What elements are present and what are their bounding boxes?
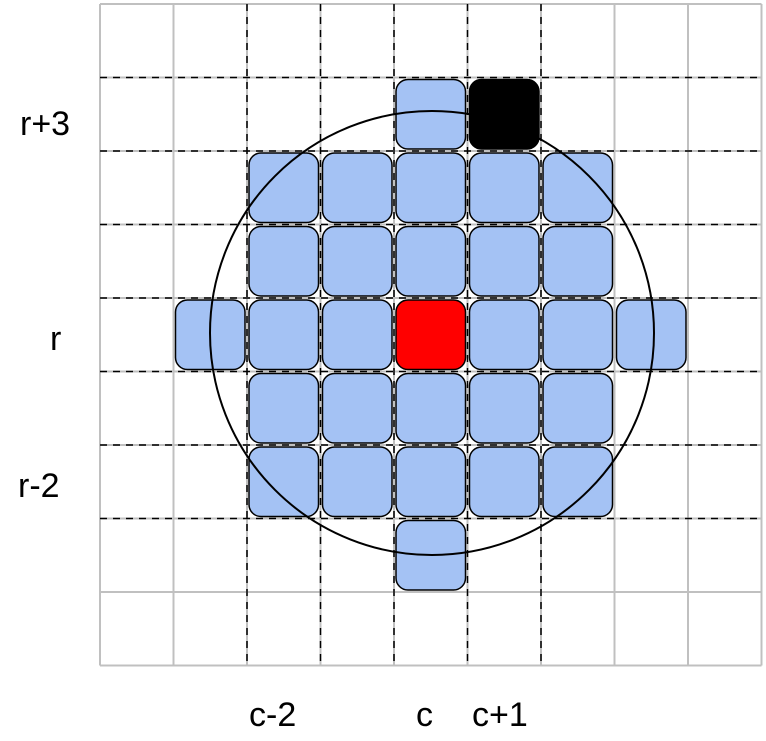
neighbor-cell [321,372,393,444]
neighbor-cell [542,299,614,371]
cells-layer [174,78,687,591]
neighbor-cell [321,299,393,371]
neighbor-cell [395,152,467,224]
center-cell [395,299,467,371]
col-label-c: c [416,696,433,734]
neighbor-cell [321,446,393,518]
neighbor-cell [468,152,540,224]
neighbor-cell [395,78,467,150]
neighbor-cell [248,372,320,444]
neighbor-cell [542,446,614,518]
neighbor-cell [248,225,320,297]
neighbor-cell [395,446,467,518]
neighbor-cell [542,372,614,444]
neighbor-cell [395,225,467,297]
neighbor-cell [468,225,540,297]
row-label-r-plus-3: r+3 [20,105,70,143]
neighbor-cell [542,152,614,224]
col-label-c-minus-2: c-2 [249,696,296,734]
col-label-c-plus-1: c+1 [472,696,528,734]
neighbor-cell [542,225,614,297]
neighbor-cell [321,225,393,297]
radius-circle [209,110,655,556]
neighbor-cell [248,299,320,371]
row-label-r: r [50,320,61,358]
neighbor-cell [468,446,540,518]
neighbor-cell [248,446,320,518]
neighbor-cell [468,372,540,444]
neighbor-cell [468,299,540,371]
black-cell [468,78,540,150]
dashed-guide-lines [100,4,762,666]
neighbor-cell [248,152,320,224]
neighbor-cell [395,372,467,444]
row-label-r-minus-2: r-2 [18,467,60,505]
neighbor-cell [321,152,393,224]
neighbor-cell [615,299,687,371]
